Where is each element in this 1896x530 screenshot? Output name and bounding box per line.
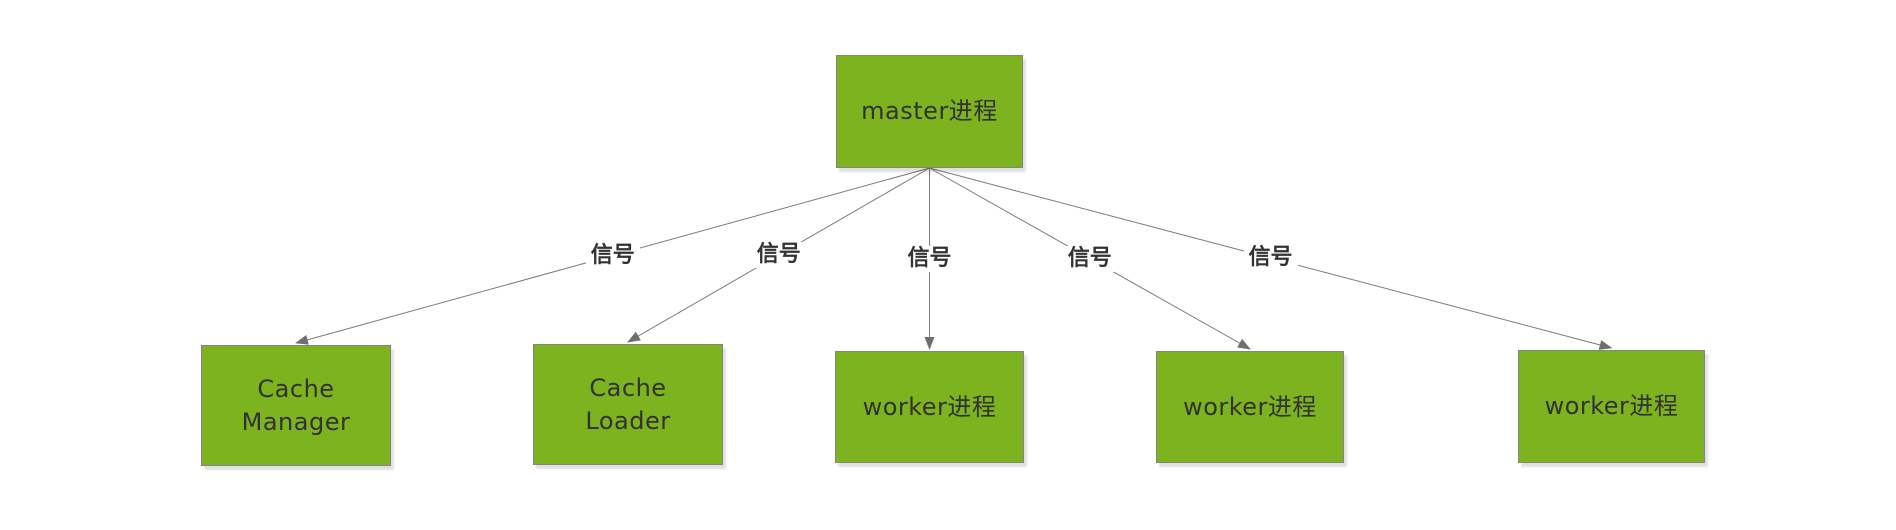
node-label: worker进程 [1183,392,1317,421]
node-label: worker进程 [1544,392,1679,421]
node-worker-1: worker进程 [835,351,1024,463]
node-worker-2: worker进程 [1156,351,1344,463]
node-label: Cache Loader [585,374,671,435]
edge-label-1: 信号 [751,241,806,269]
node-label: master进程 [861,97,998,126]
node-cache-manager: Cache Manager [201,345,391,466]
node-label: Cache Manager [241,375,351,436]
edge-label-0: 信号 [585,242,640,269]
node-label: worker进程 [862,392,997,421]
node-cache-loader: Cache Loader [533,344,723,465]
edge-label-4: 信号 [1243,244,1298,272]
node-worker-3: worker进程 [1518,350,1705,463]
edge-label-2: 信号 [902,245,957,272]
node-master: master进程 [836,55,1023,168]
edge-label-3: 信号 [1062,245,1117,272]
